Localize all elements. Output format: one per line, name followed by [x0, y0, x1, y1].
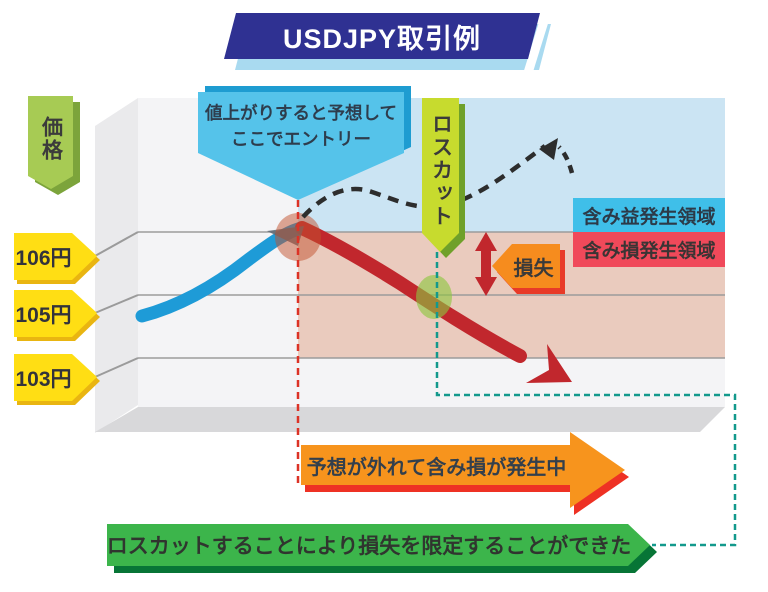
- downtrend-curve: [295, 221, 527, 363]
- status-banner-text: 予想が外れて含み損が発生中: [306, 457, 567, 479]
- loss-amount-label: 損失: [513, 258, 554, 280]
- loss-amount-arrow: [492, 244, 560, 288]
- tick-connector-103: [94, 357, 139, 378]
- panel-bottom-face: [95, 407, 725, 432]
- result-banner-text: ロスカットすることにより損失を限定することができた: [106, 535, 632, 558]
- entry-callout-line2: ここでエントリー: [231, 129, 371, 149]
- tick-connector-106: [94, 231, 139, 257]
- downtrend-arrowhead-icon: [526, 344, 572, 383]
- expected-path-arrowhead-icon: [539, 138, 558, 160]
- title-slash: [522, 16, 550, 78]
- price-tag-105: [14, 290, 97, 337]
- entry-callout-text: 値上がりすると予想して ここでエントリー: [198, 97, 404, 155]
- entry-callout-bubble: [198, 92, 404, 200]
- loss-cut-ribbon: [422, 98, 459, 252]
- loss-zone-label: 含み損発生領域: [573, 232, 725, 267]
- price-tick-103: 103円: [15, 368, 72, 391]
- status-banner: [301, 432, 625, 508]
- expected-path-dashed: [301, 144, 547, 219]
- panel-left-face: [95, 98, 138, 433]
- price-ribbon: [28, 96, 73, 189]
- price-tick-106: 106円: [15, 247, 72, 270]
- tick-connector-105: [94, 294, 139, 314]
- price-tag-103: [14, 354, 97, 401]
- loss-cut-label: ロスカット: [429, 112, 453, 228]
- entry-callout-line1: 値上がりすると予想して: [205, 102, 397, 123]
- loss-cut-dashed-path: [435, 252, 737, 547]
- price-axis-label: 価格: [39, 116, 63, 162]
- price-tick-105: 105円: [15, 304, 72, 327]
- title-banner: [224, 13, 540, 59]
- price-tag-106: [14, 233, 97, 280]
- loss-span-arrow-down-icon: [475, 277, 497, 296]
- result-banner: [107, 524, 650, 566]
- page-title: USDJPY取引例: [282, 23, 482, 54]
- loss-span-arrow-up-icon: [475, 232, 497, 251]
- profit-zone-label: 含み益発生領域: [573, 198, 725, 232]
- expected-path-tail: [557, 145, 575, 174]
- loss-cut-point-circle: [416, 275, 452, 319]
